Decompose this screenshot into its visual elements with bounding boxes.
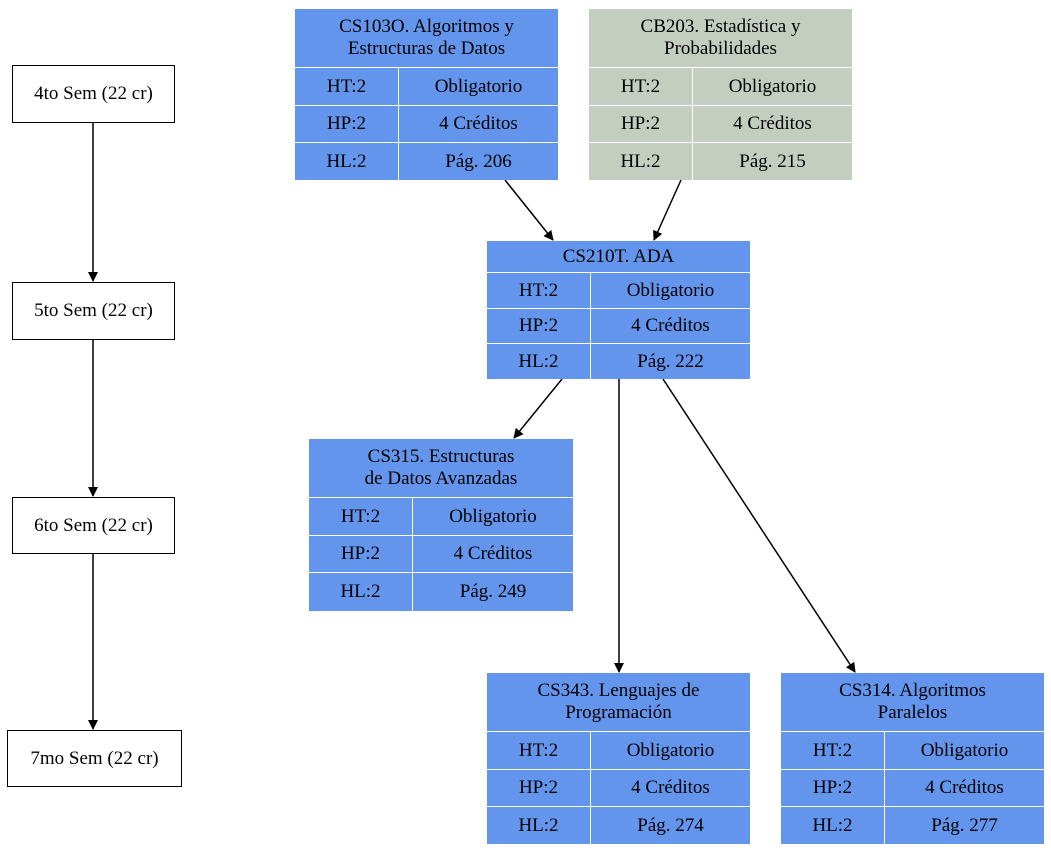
semester-label: 4to Sem (22 cr) [34, 83, 153, 104]
course-title-line: Paralelos [877, 702, 948, 723]
course-ht: HT:2 [487, 732, 591, 769]
course-hp: HP:2 [309, 536, 413, 572]
course-row-hl: HL:2 Pág. 249 [309, 573, 573, 611]
semester-label: 5to Sem (22 cr) [34, 300, 153, 321]
course-hl: HL:2 [781, 807, 885, 844]
course-hp: HP:2 [781, 770, 885, 806]
edge-cs210t-cs315 [513, 378, 563, 439]
course-title-line: de Datos Avanzadas [364, 468, 518, 489]
course-page: Pág. 222 [637, 350, 704, 372]
course-type: Obligatorio [728, 75, 817, 97]
course-title-line: Programación [565, 702, 672, 723]
semester-label: 6to Sem (22 cr) [34, 514, 153, 536]
course-credits: 4 Créditos [453, 543, 533, 564]
course-row-ht: HT:2 Obligatorio [487, 732, 750, 770]
course-title-line: CS314. Algoritmos [839, 680, 986, 701]
course-row-hp: HP:2 4 Créditos [487, 309, 750, 344]
course-title-line: Estructuras de Datos [347, 38, 506, 59]
course-node-cs103o[interactable]: CS103O. Algoritmos y Estructuras de Dato… [295, 9, 558, 180]
course-page: Pág. 215 [739, 150, 806, 172]
course-row-hp: HP:2 4 Créditos [295, 106, 558, 143]
edge-cb203-cs210t [653, 179, 682, 241]
course-type: Obligatorio [920, 739, 1009, 761]
course-row-ht: HT:2 Obligatorio [295, 68, 558, 106]
course-ht: HT:2 [295, 68, 399, 105]
course-title: CS210T. ADA [487, 241, 750, 273]
course-title-line: CS343. Lenguajes de [537, 680, 700, 701]
course-title: CS343. Lenguajes de Programación [487, 673, 750, 732]
course-type: Obligatorio [626, 279, 715, 301]
course-row-hl: HL:2 Pág. 215 [589, 143, 852, 180]
course-title-line: CS210T. ADA [562, 245, 675, 267]
course-title-line: Probabilidades [664, 38, 777, 59]
semester-node-4[interactable]: 4to Sem (22 cr) [12, 65, 175, 123]
course-hl: HL:2 [295, 143, 399, 180]
semester-node-5[interactable]: 5to Sem (22 cr) [12, 282, 175, 340]
course-hl: HL:2 [589, 143, 693, 180]
semester-node-6[interactable]: 6to Sem (22 cr) [12, 497, 175, 554]
course-hp: HP:2 [589, 106, 693, 142]
edge-cs210t-cs314 [662, 378, 856, 673]
course-node-cb203[interactable]: CB203. Estadística y Probabilidades HT:2… [589, 9, 852, 180]
course-title-line: CS103O. Algoritmos y [339, 16, 514, 37]
course-node-cs343[interactable]: CS343. Lenguajes de Programación HT:2 Ob… [487, 673, 750, 844]
course-hp: HP:2 [487, 309, 591, 343]
course-row-hl: HL:2 Pág. 277 [781, 807, 1044, 844]
course-page: Pág. 277 [931, 814, 998, 836]
course-ht: HT:2 [589, 68, 693, 105]
course-hp: HP:2 [487, 770, 591, 806]
course-type: Obligatorio [626, 739, 715, 761]
course-credits: 4 Créditos [631, 777, 710, 798]
course-node-cs210t[interactable]: CS210T. ADA HT:2 Obligatorio HP:2 4 Créd… [487, 241, 750, 379]
course-row-ht: HT:2 Obligatorio [781, 732, 1044, 770]
course-title: CS315. Estructuras de Datos Avanzadas [309, 439, 573, 498]
course-ht: HT:2 [309, 498, 413, 535]
course-hl: HL:2 [487, 344, 591, 379]
course-title-line: CS315. Estructuras [367, 446, 515, 467]
course-row-hp: HP:2 4 Créditos [589, 106, 852, 143]
course-credits: 4 Créditos [925, 777, 1004, 798]
semester-node-7[interactable]: 7mo Sem (22 cr) [7, 730, 182, 787]
edge-cs103o-cs210t [504, 179, 554, 241]
course-credits: 4 Créditos [631, 315, 710, 336]
course-type: Obligatorio [449, 505, 537, 527]
course-node-cs314[interactable]: CS314. Algoritmos Paralelos HT:2 Obligat… [781, 673, 1044, 844]
course-hp: HP:2 [295, 106, 399, 142]
semester-label: 7mo Sem (22 cr) [30, 747, 159, 769]
course-row-hl: HL:2 Pág. 222 [487, 344, 750, 379]
course-node-cs315[interactable]: CS315. Estructuras de Datos Avanzadas HT… [309, 439, 573, 611]
course-page: Pág. 249 [459, 581, 527, 602]
course-ht: HT:2 [487, 273, 591, 308]
course-credits: 4 Créditos [733, 113, 812, 134]
course-title: CB203. Estadística y Probabilidades [589, 9, 852, 68]
course-row-hp: HP:2 4 Créditos [309, 536, 573, 573]
course-row-hl: HL:2 Pág. 274 [487, 807, 750, 844]
course-title: CS314. Algoritmos Paralelos [781, 673, 1044, 732]
course-row-hl: HL:2 Pág. 206 [295, 143, 558, 180]
course-ht: HT:2 [781, 732, 885, 769]
course-credits: 4 Créditos [439, 113, 518, 134]
course-row-hp: HP:2 4 Créditos [487, 770, 750, 807]
course-row-ht: HT:2 Obligatorio [589, 68, 852, 106]
course-row-hp: HP:2 4 Créditos [781, 770, 1044, 807]
course-row-ht: HT:2 Obligatorio [309, 498, 573, 536]
course-title-line: CB203. Estadística y [640, 16, 801, 37]
course-hl: HL:2 [487, 807, 591, 844]
course-title: CS103O. Algoritmos y Estructuras de Dato… [295, 9, 558, 68]
course-row-ht: HT:2 Obligatorio [487, 273, 750, 309]
course-page: Pág. 206 [445, 150, 512, 172]
course-type: Obligatorio [434, 75, 523, 97]
course-hl: HL:2 [309, 573, 413, 611]
course-page: Pág. 274 [637, 814, 704, 836]
